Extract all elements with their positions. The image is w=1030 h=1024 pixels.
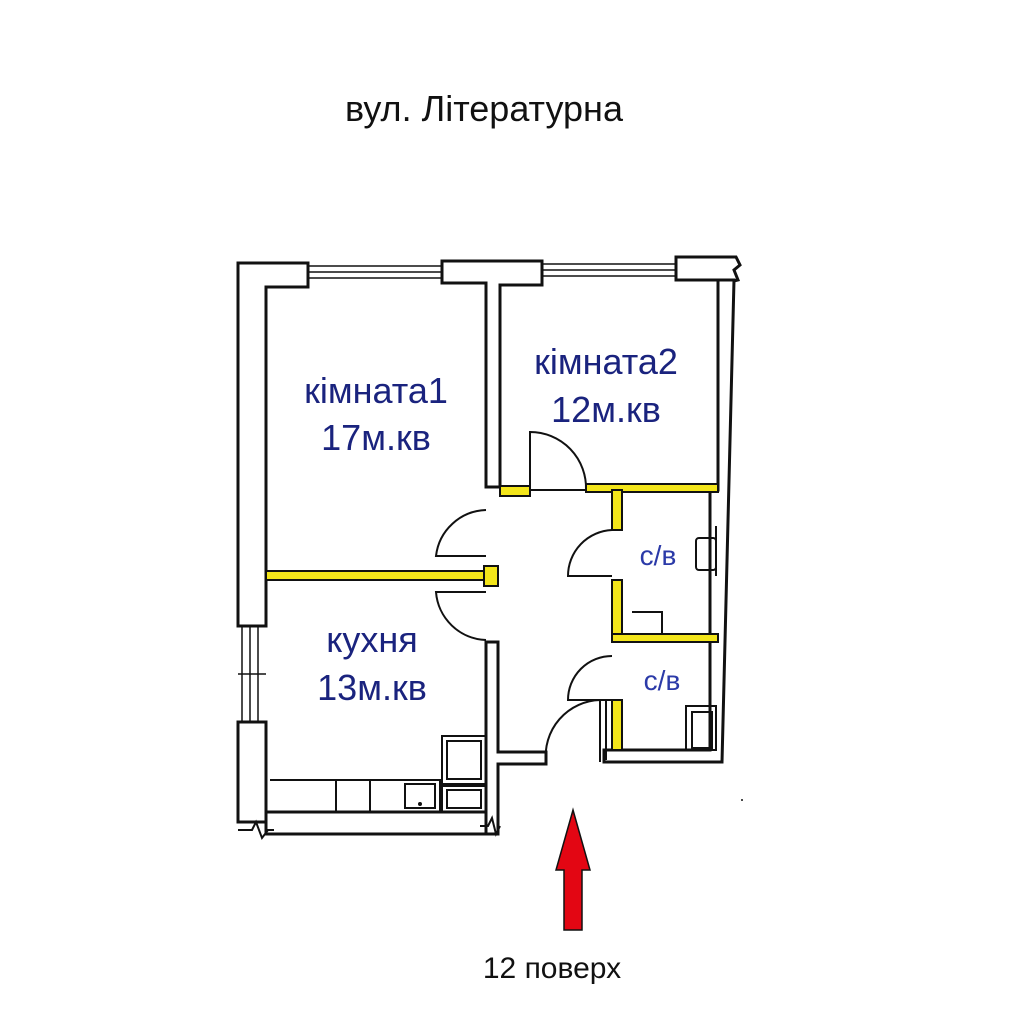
door-room2: [529, 430, 588, 491]
shower-bath2: [685, 705, 717, 751]
left-wall-lower: [236, 720, 268, 824]
appliance-lower: [441, 785, 487, 813]
middle-wall: [440, 259, 544, 489]
bath2-name: с/в: [644, 665, 681, 696]
left-wall-upper: [236, 261, 310, 628]
door-room1: [434, 509, 487, 557]
partition-bath-divider: [611, 633, 719, 643]
door-bath2: [566, 655, 613, 701]
door-kitchen: [434, 591, 487, 641]
fixtures: [270, 526, 743, 813]
partition-room1-kitchen: [265, 570, 487, 581]
kitchen-area: 13м.кв: [317, 667, 427, 708]
room2-name: кімната2: [534, 341, 678, 382]
sink-bath1: [632, 611, 663, 635]
floor-label: 12 поверх: [483, 952, 621, 985]
partition-stub: [483, 565, 499, 587]
kitchen-right-wall: [484, 640, 548, 836]
door-bath1: [566, 529, 613, 577]
window-room2: [542, 263, 676, 277]
room1-area: 17м.кв: [321, 417, 431, 458]
partition-hall-top: [499, 485, 531, 497]
break-mark-bottom: [480, 815, 501, 837]
room2-area: 12м.кв: [551, 389, 661, 430]
sink: [404, 783, 436, 809]
partition-bath1-left-upper: [611, 489, 623, 531]
entrance-arrow-icon: [555, 807, 591, 931]
door-entrance: [544, 698, 601, 763]
room1-name: кімната1: [304, 370, 448, 411]
doors: [434, 430, 613, 763]
window-kitchen: [238, 626, 266, 722]
partition-bath2-left: [611, 699, 623, 751]
street-name: вул. Літературна: [345, 88, 624, 129]
bottom-wall: [264, 810, 488, 836]
kitchen-name: кухня: [326, 619, 418, 660]
partition-bath1-left-lower: [611, 579, 623, 641]
break-mark-left: [238, 819, 274, 841]
window-room1: [308, 265, 442, 279]
partitions: [265, 483, 719, 751]
bath1-name: с/в: [640, 540, 677, 571]
appliance-upper: [441, 735, 487, 785]
top-right-pier: [674, 255, 742, 284]
outer-walls: [236, 255, 742, 841]
kitchen-counter: [270, 779, 441, 813]
partition-bath1-top: [585, 483, 719, 493]
